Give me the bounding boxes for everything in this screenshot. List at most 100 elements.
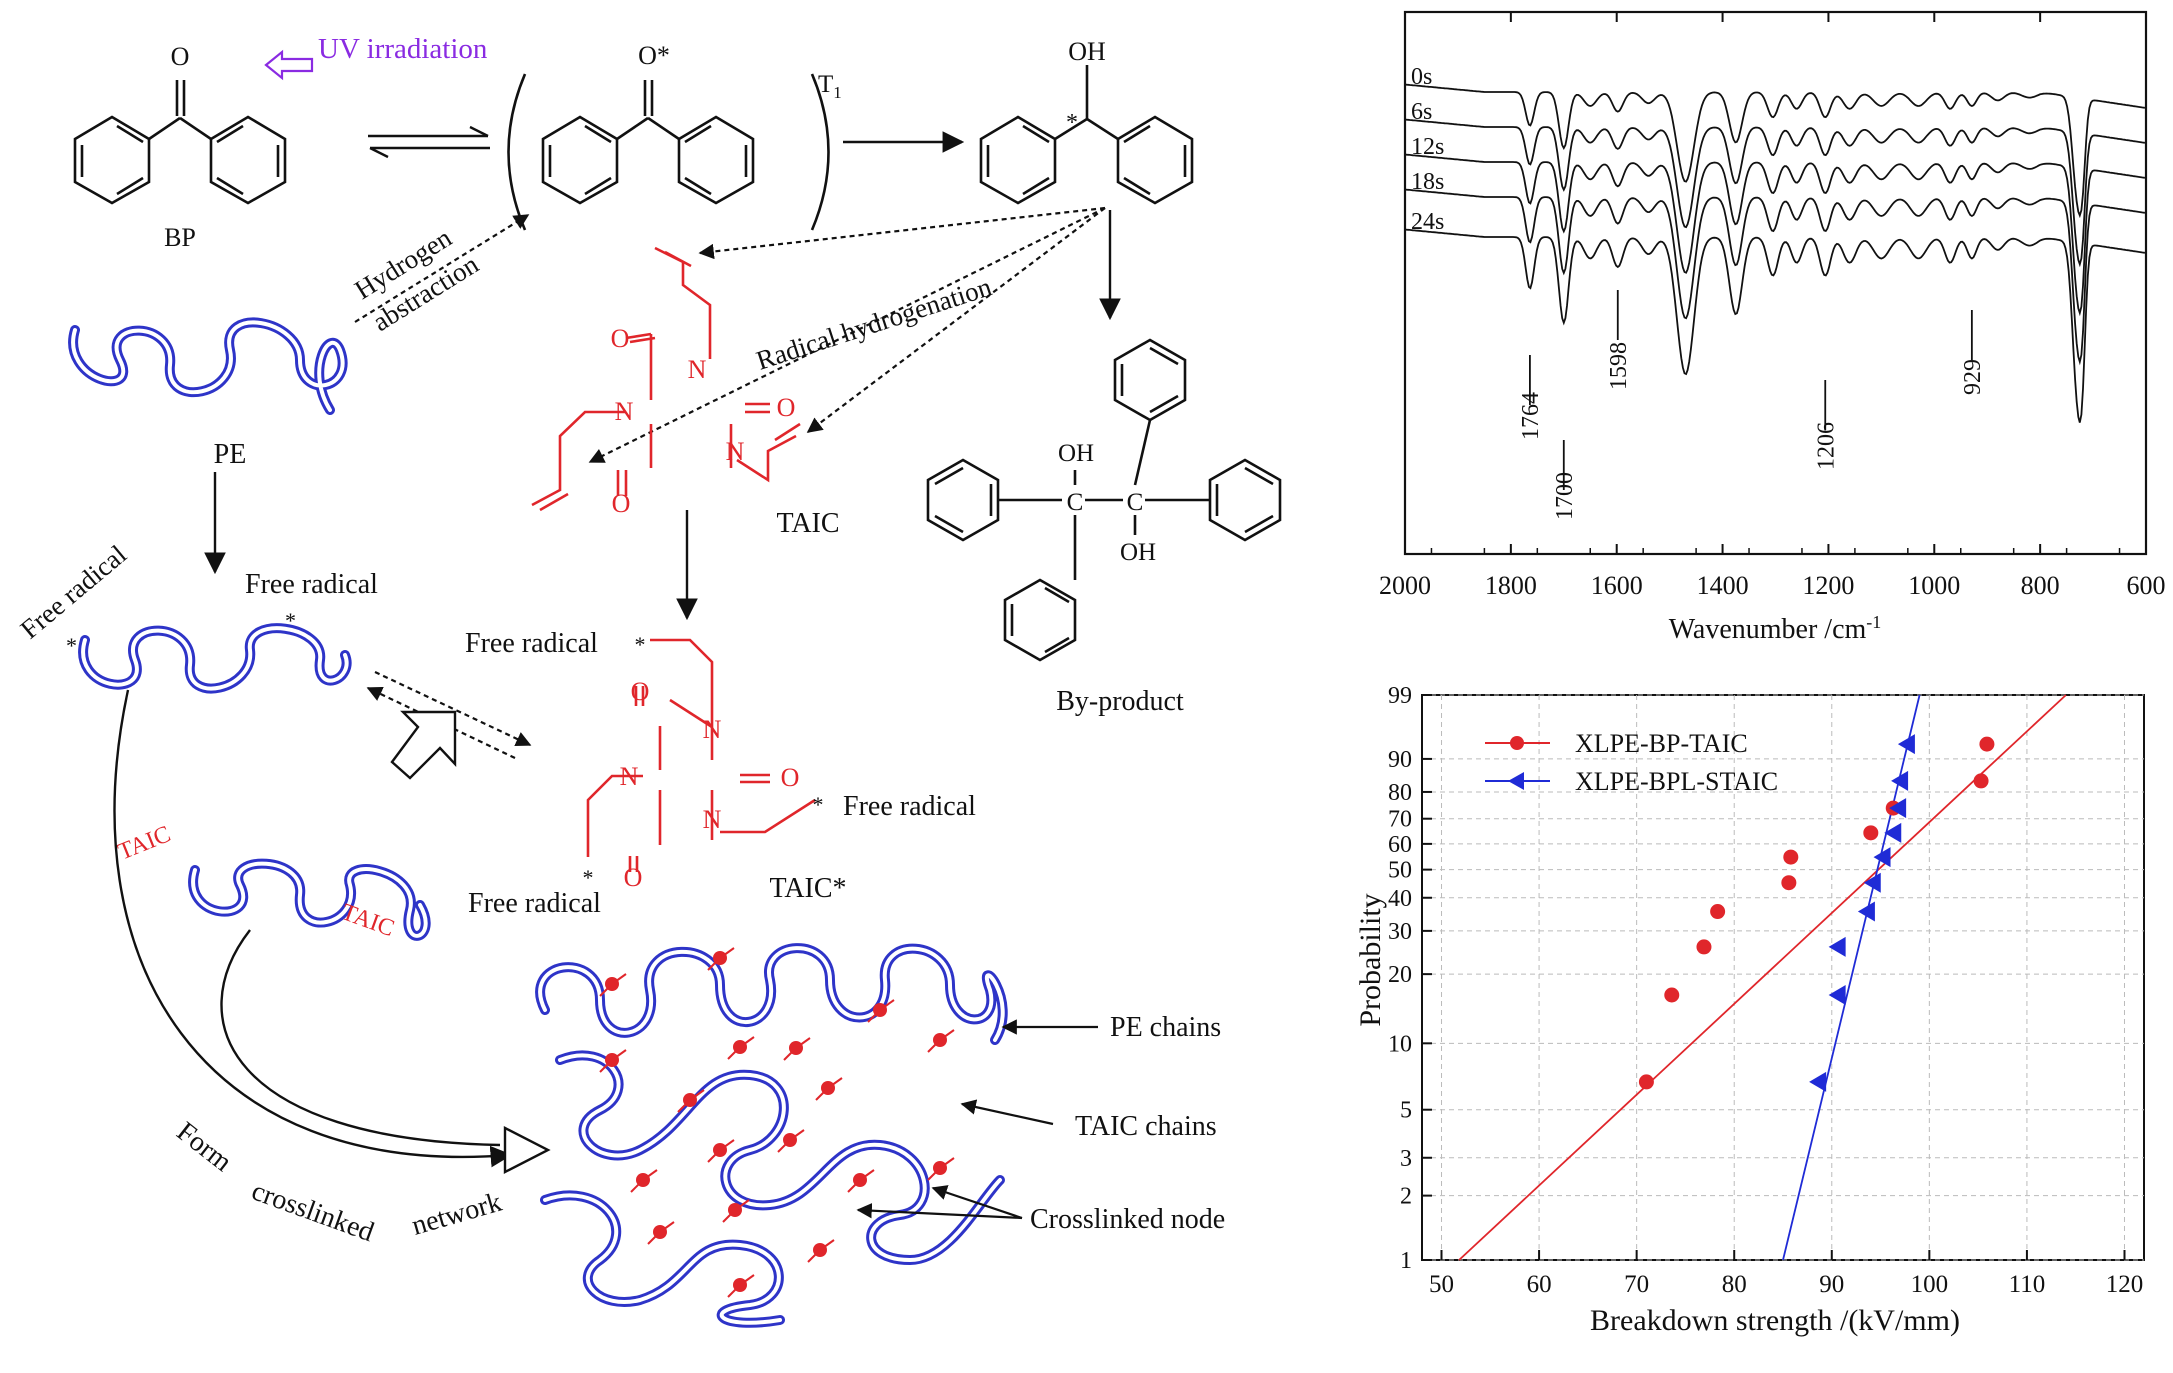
weibull-point-circle	[1783, 849, 1799, 865]
free-radical-label-pe-2: Free radical	[245, 569, 378, 600]
reaction-scheme: O BP UV irradiation O* T1	[15, 33, 1282, 1328]
taic-n-3: N	[726, 437, 745, 466]
weibull-point-triangle	[1857, 901, 1875, 922]
ftir-spectrum-line	[1404, 83, 2146, 219]
byproduct-c-right: C	[1127, 489, 1144, 516]
radical-hydrogenation-arrows-icon	[588, 206, 1106, 463]
weibull-plot-frame	[1421, 694, 2145, 1261]
byproduct-oh-top: OH	[1058, 440, 1094, 467]
bp-molecule	[73, 80, 287, 205]
crosslink-node	[789, 1041, 803, 1055]
taic-radical-label: TAIC*	[769, 873, 846, 904]
crosslink-node	[713, 1143, 727, 1157]
ftir-annotation-label: 1764	[1518, 392, 1544, 440]
weibull-y-tick-label: 30	[1388, 919, 1412, 945]
ftir-x-tick-label: 2000	[1379, 571, 1431, 600]
taic-molecule	[531, 246, 801, 512]
network-label: network	[408, 1187, 505, 1242]
weibull-x-tick-label: 80	[1722, 1271, 1747, 1298]
bp-carbonyl-o: O	[171, 42, 190, 71]
taic-grafted-pe-chain	[188, 858, 431, 941]
ketyl-radical-star: *	[1066, 110, 1078, 136]
weibull-points	[1638, 734, 1995, 1092]
weibull-x-tick-label: 50	[1429, 1271, 1454, 1298]
ftir-spectrum-line	[1404, 188, 2146, 366]
weibull-point-triangle	[1809, 1071, 1827, 1092]
free-radical-label-taic-3: Free radical	[468, 888, 601, 919]
byproduct-label: By-product	[1056, 686, 1184, 717]
network-formation-arrowhead-icon	[503, 1126, 551, 1174]
weibull-y-tick-label: 99	[1388, 683, 1412, 709]
pe-label: PE	[214, 439, 247, 470]
ftir-annotation-label: 1598	[1606, 342, 1632, 390]
pe-chains-label: PE chains	[1110, 1012, 1221, 1043]
crosslink-node	[933, 1033, 947, 1047]
ftir-x-tick-label: 800	[2021, 571, 2060, 600]
ftir-series-label: 18s	[1411, 169, 1444, 195]
crosslinked-label: crosslinked	[248, 1175, 378, 1248]
ftir-spectrum-line	[1404, 153, 2146, 317]
taic-radical-star-1: *	[635, 632, 646, 657]
free-radical-label-taic-1: Free radical	[465, 628, 598, 659]
equilibrium-arrow-icon	[368, 125, 490, 159]
network-callout-arrows-icon	[856, 1019, 1098, 1220]
weibull-point-circle	[1638, 1074, 1654, 1090]
weibull-y-tick-label: 60	[1388, 832, 1412, 858]
uv-arrow-icon	[264, 49, 314, 81]
taic-radical-star-2: *	[813, 792, 824, 817]
weibull-y-tick-label: 80	[1388, 780, 1412, 806]
taic-o-1: O	[611, 324, 630, 353]
weibull-point-triangle	[1884, 822, 1902, 843]
taic-graft-label-2: TAIC	[338, 899, 398, 942]
weibull-y-tick-label: 2	[1400, 1184, 1412, 1210]
taic-radical-n-3: N	[703, 805, 722, 834]
taic-label: TAIC	[776, 508, 839, 539]
taic-o-2: O	[777, 393, 796, 422]
ftir-x-tick-label: 1800	[1485, 571, 1537, 600]
weibull-x-tick-label: 70	[1624, 1271, 1649, 1298]
taic-o-3: O	[612, 489, 631, 518]
weibull-x-tick-label: 90	[1819, 1271, 1844, 1298]
weibull-fit-line	[1782, 694, 1921, 1261]
weibull-x-tick-label: 60	[1527, 1271, 1552, 1298]
taic-radical-o-1: O	[631, 677, 650, 706]
weibull-point-circle	[1863, 825, 1879, 841]
network-formation-inner-curve	[220, 929, 501, 1147]
ftir-annotation-label: 1206	[1813, 422, 1839, 470]
legend-marker-circle	[1510, 736, 1524, 750]
crosslink-node	[728, 1203, 742, 1217]
weibull-point-triangle	[1863, 872, 1881, 893]
weibull-x-tick-label: 110	[2009, 1271, 2046, 1298]
ftir-x-tick-label: 600	[2127, 571, 2166, 600]
crosslink-node	[813, 1243, 827, 1257]
crosslink-node	[605, 977, 619, 991]
weibull-fit-line	[1458, 694, 2067, 1261]
crosslink-node	[713, 951, 727, 965]
legend-label-1: XLPE-BP-TAIC	[1575, 729, 1748, 758]
free-radical-label-pe-1: Free radical	[15, 539, 132, 644]
crosslinked-network	[535, 943, 1008, 1328]
weibull-y-tick-label: 70	[1388, 807, 1412, 833]
ftir-x-tick-label: 1400	[1697, 571, 1749, 600]
crosslink-node	[821, 1081, 835, 1095]
weibull-point-triangle	[1828, 985, 1846, 1006]
taic-radical-o-3: O	[624, 863, 643, 892]
weibull-grid	[1422, 694, 2144, 1261]
ftir-plot-frame	[1403, 10, 2148, 556]
weibull-y-tick-label: 20	[1388, 962, 1412, 988]
form-label: Form	[171, 1116, 238, 1178]
byproduct-c-left: C	[1067, 489, 1084, 516]
weibull-point-circle	[1781, 875, 1797, 891]
t1-label: T1	[818, 71, 842, 102]
ftir-x-tick-label: 1000	[1908, 571, 1960, 600]
weibull-point-triangle	[1828, 936, 1846, 957]
taic-n-1: N	[688, 355, 707, 384]
pe-radical-star-1: *	[66, 633, 77, 658]
crosslink-node	[873, 1003, 887, 1017]
weibull-point-circle	[1979, 736, 1995, 752]
weibull-y-axis-title: Probability	[1354, 893, 1387, 1026]
weibull-point-triangle	[1891, 770, 1909, 791]
